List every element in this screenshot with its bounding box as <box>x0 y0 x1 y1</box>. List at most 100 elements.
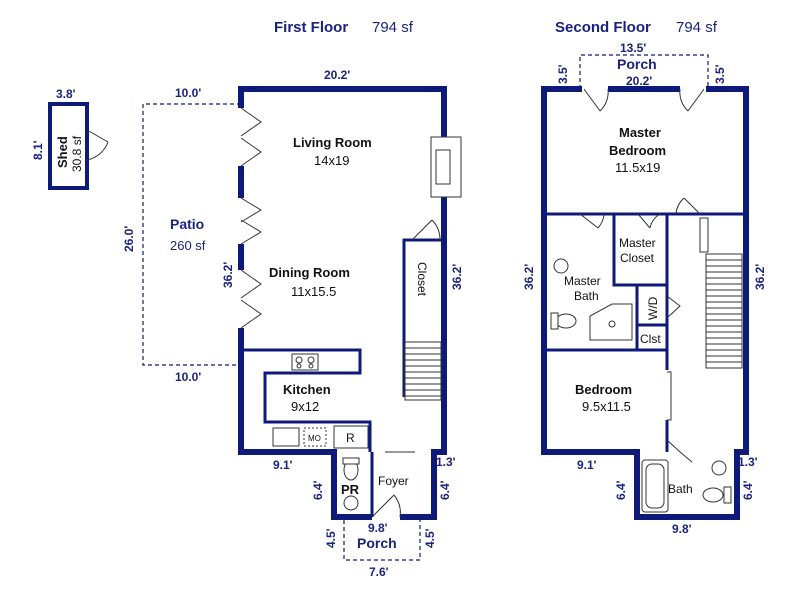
first-bottom-left-dim: 9.1' <box>273 458 293 472</box>
french-door-1-icon <box>240 107 262 167</box>
patio-depth-dim: 26.0' <box>122 226 136 252</box>
master-closet-wall <box>612 214 667 287</box>
second-floor-exterior-wall <box>541 86 749 455</box>
master-sink-icon <box>553 258 569 274</box>
porch-door-gap-right <box>680 84 706 94</box>
first-left-dim: 36.2' <box>221 262 235 288</box>
porch-door-icon <box>371 494 395 518</box>
kitchen-label: Kitchen <box>283 382 331 397</box>
shed-door-icon <box>86 129 109 143</box>
patio-bottom-dim: 10.0' <box>175 370 201 384</box>
closet-wall <box>402 238 444 397</box>
master-closet-door-icon <box>637 213 661 229</box>
patio-area: 260 sf <box>170 238 206 253</box>
patio: Patio 260 sf 10.0' 10.0' 26.0' <box>122 86 241 384</box>
french-door-gap-1 <box>236 108 246 166</box>
master-bedroom-label-line2: Bedroom <box>609 143 666 158</box>
first-right-dim: 36.2' <box>450 264 464 290</box>
first-floor-exterior-wall <box>238 86 447 455</box>
porch-door-swing-icon <box>393 494 401 518</box>
second-floor-plan: 13.5' Porch 3.5' 3.5' <box>522 41 767 536</box>
microwave-icon <box>303 427 327 447</box>
refrigerator-label: R <box>346 431 355 445</box>
second-porch-width-dim: 13.5' <box>620 41 646 55</box>
stairs-icon <box>404 341 442 401</box>
shed-wall <box>48 102 89 190</box>
second-floor-exterior-wall-left <box>541 86 640 455</box>
french-door-3-icon <box>240 269 262 329</box>
wd-label: W/D <box>646 296 660 320</box>
shed-door-swing-icon <box>86 141 109 161</box>
kitchen-size: 9x12 <box>291 399 319 414</box>
first-floor-title: First Floor <box>274 19 348 36</box>
first-top-dim: 20.2' <box>324 68 350 82</box>
master-bedroom-size: 11.5x19 <box>615 160 660 175</box>
sink-icon <box>272 427 300 447</box>
bath-door-icon <box>666 439 693 463</box>
second-left-dim: 36.2' <box>522 264 536 290</box>
porch-door-right-icon <box>679 88 705 112</box>
second-floor-area: 794 sf <box>676 19 718 36</box>
porch-door-gap <box>372 512 400 522</box>
first-floor-area: 794 sf <box>372 19 414 36</box>
shed-label: Shed <box>55 136 70 168</box>
master-bath-label-line2: Bath <box>574 289 599 303</box>
bath-toilet-icon <box>702 487 724 503</box>
microwave-label: MO <box>308 434 321 443</box>
bedroom-door-icon <box>667 371 672 421</box>
master-closet-label-line2: Closet <box>620 251 655 265</box>
patio-top-dim: 10.0' <box>175 86 201 100</box>
second-porch-right-dim: 3.5' <box>713 64 727 84</box>
french-door-2-icon <box>240 197 262 245</box>
first-porch-outline <box>343 520 421 561</box>
patio-label: Patio <box>170 216 204 232</box>
patio-outline <box>142 103 241 366</box>
master-bath-door-icon <box>579 213 605 229</box>
shower-icon <box>589 303 633 341</box>
french-door-gap-2 <box>236 198 246 244</box>
master-toilet-tank-icon <box>550 312 559 330</box>
second-porch-outline <box>579 54 709 89</box>
bedroom-label: Bedroom <box>575 382 632 397</box>
shed-area: 30.8 sf <box>70 135 84 172</box>
master-bath-label-line1: Master <box>564 274 601 288</box>
first-porch-width-dim: 7.6' <box>369 565 389 579</box>
master-closet-label-line1: Master <box>619 236 656 250</box>
first-porch-left-dim: 4.5' <box>324 528 338 548</box>
first-notch-left-dim: 6.4' <box>311 480 325 500</box>
refrigerator-icon <box>333 425 369 449</box>
second-porch-left-dim: 3.5' <box>556 64 570 84</box>
shower-drain-icon <box>608 320 616 328</box>
toilet-tank-icon <box>342 457 360 465</box>
shed-width-dim: 3.8' <box>56 87 76 101</box>
kitchen-counter-wall <box>241 348 372 452</box>
fireplace-icon <box>430 136 462 198</box>
first-bottom-right-dim: 1.3' <box>436 455 456 469</box>
bathtub-icon <box>641 459 669 513</box>
dining-room-label: Dining Room <box>269 265 350 280</box>
first-notch-right-dim: 6.4' <box>438 480 452 500</box>
bath-sink-icon <box>711 460 727 476</box>
wd-door-icon <box>666 295 681 319</box>
fireplace-insert-icon <box>435 149 451 185</box>
second-right-dim: 36.2' <box>753 264 767 290</box>
master-toilet-icon <box>555 313 577 329</box>
powder-room-label: PR <box>341 482 360 497</box>
shed: Shed 30.8 sf 3.8' 8.1' <box>31 87 109 190</box>
dining-room-size: 11x15.5 <box>291 284 336 299</box>
french-door-gap-3 <box>236 270 246 328</box>
bath-label: Bath <box>668 482 693 496</box>
bedroom-size: 9.5x11.5 <box>582 399 631 414</box>
second-notch-bottom-dim: 9.8' <box>672 522 692 536</box>
first-notch-bottom-dim: 9.8' <box>368 521 388 535</box>
first-floor-plan: Closet MO R Living Room 14x19 Dining Roo… <box>221 68 464 579</box>
second-bottom-left-dim: 9.1' <box>577 458 597 472</box>
master-bedroom-label-line1: Master <box>619 125 661 140</box>
living-room-size: 14x19 <box>314 153 349 168</box>
cooktop-icon <box>291 353 319 371</box>
closet-door-icon <box>411 219 441 241</box>
second-floor-notch-wall <box>634 449 740 520</box>
second-notch-left-dim: 6.4' <box>614 480 628 500</box>
master-bedroom-door-icon <box>675 197 701 215</box>
